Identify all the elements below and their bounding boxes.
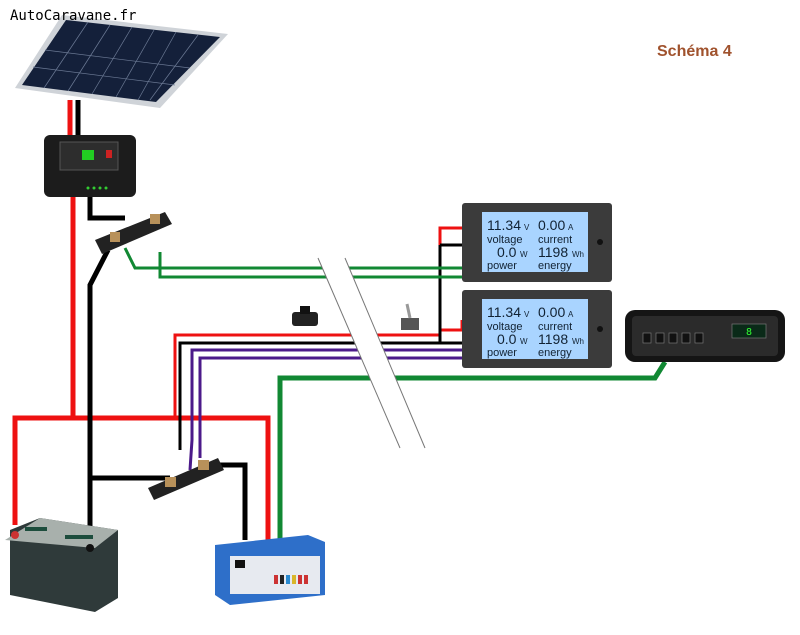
fuse-holder	[292, 306, 318, 326]
shunt-top	[95, 212, 172, 254]
site-watermark: AutoCaravane.fr	[10, 8, 137, 24]
svg-text:voltage: voltage	[487, 234, 522, 246]
battery	[5, 518, 118, 612]
wire-negative-battery	[87, 248, 111, 540]
meter-2-current: 0.00	[538, 304, 565, 320]
break-mark	[317, 257, 426, 449]
svg-text:W: W	[520, 337, 528, 346]
meter-1-voltage: 11.34	[487, 217, 521, 233]
svg-text:current: current	[538, 234, 572, 246]
diagram-title: Schéma 4	[657, 43, 732, 60]
control-panel: 8	[625, 310, 785, 362]
svg-text:power: power	[487, 260, 517, 272]
wire-signal-1	[188, 348, 462, 471]
panel-display-value: 8	[746, 327, 752, 338]
toggle-switch	[401, 303, 419, 330]
charge-controller	[44, 135, 136, 197]
svg-text:current: current	[538, 321, 572, 333]
svg-text:A: A	[568, 310, 574, 319]
wire-panel-link	[277, 360, 668, 540]
svg-text:energy: energy	[538, 260, 572, 272]
svg-text:voltage: voltage	[487, 321, 522, 333]
meter-2-voltage: 11.34	[487, 304, 521, 320]
svg-text:A: A	[568, 223, 574, 232]
wire-negative-shunt2	[90, 462, 248, 540]
wire-negative-controller	[87, 195, 125, 221]
meter-1-energy: 1198	[538, 244, 568, 260]
meter-2-power: 0.0	[497, 331, 517, 347]
wire-shunt-sense-2	[158, 252, 462, 279]
svg-text:V: V	[524, 223, 530, 232]
meter-1-current: 0.00	[538, 217, 565, 233]
svg-text:power: power	[487, 347, 517, 359]
meter-2: 11.34 V 0.00 A voltage current 0.0 W 119…	[462, 290, 612, 368]
meter-1: 11.34 V 0.00 A voltage current 0.0 W 119…	[462, 203, 612, 282]
svg-text:energy: energy	[538, 347, 572, 359]
svg-text:V: V	[524, 310, 530, 319]
svg-text:W: W	[520, 250, 528, 259]
solar-panel	[15, 15, 228, 108]
meter-2-energy: 1198	[538, 331, 568, 347]
wire-shunt-sense-1	[123, 247, 462, 270]
meter-1-power: 0.0	[497, 244, 517, 260]
shunt-bottom	[148, 458, 224, 500]
battery-charger	[215, 535, 325, 605]
svg-text:Wh: Wh	[572, 337, 584, 346]
svg-text:Wh: Wh	[572, 250, 584, 259]
wire-positive-bus	[12, 415, 271, 540]
